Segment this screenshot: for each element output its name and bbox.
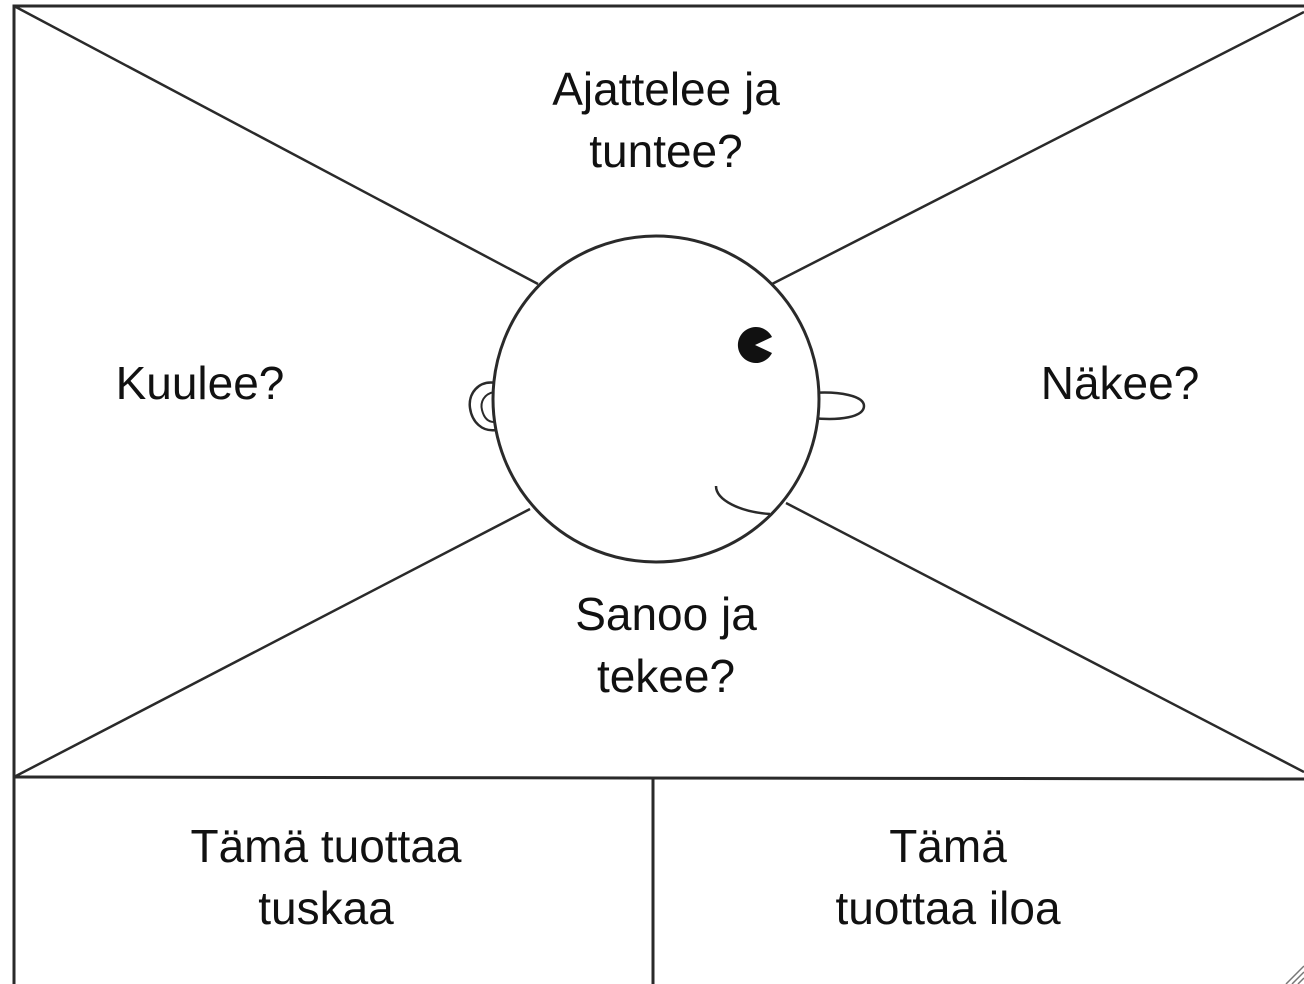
head-circle bbox=[491, 234, 821, 564]
gain-line2: tuottaa iloa bbox=[835, 882, 1061, 934]
sees-text: Näkee? bbox=[1040, 357, 1200, 409]
pain-label: Tämä tuottaa tuskaa bbox=[126, 815, 526, 939]
pain-line1: Tämä tuottaa bbox=[190, 820, 462, 872]
diagonal-bottom-right bbox=[785, 501, 1304, 774]
gain-line1: Tämä bbox=[889, 820, 1007, 872]
hears-label: Kuulee? bbox=[60, 352, 340, 414]
nose bbox=[811, 391, 866, 421]
says-does-line2: tekee? bbox=[596, 650, 736, 702]
sees-label: Näkee? bbox=[980, 352, 1260, 414]
outer-frame bbox=[12, 4, 1304, 984]
thinks-feels-line2: tuntee? bbox=[589, 125, 743, 177]
hears-text: Kuulee? bbox=[115, 357, 285, 409]
resize-grip-icon[interactable] bbox=[1285, 965, 1304, 984]
smile bbox=[714, 485, 771, 516]
thinks-feels-label: Ajattelee ja tuntee? bbox=[466, 58, 866, 182]
says-does-line1: Sanoo ja bbox=[575, 588, 757, 640]
bottom-row-divider bbox=[13, 775, 1304, 781]
diagonal-top-right bbox=[771, 10, 1304, 286]
pain-line2: tuskaa bbox=[258, 882, 394, 934]
ear-inner bbox=[480, 391, 495, 423]
gain-label: Tämä tuottaa iloa bbox=[748, 815, 1148, 939]
diagonal-top-left bbox=[13, 4, 539, 286]
diagonal-bottom-left bbox=[13, 507, 531, 779]
says-does-label: Sanoo ja tekee? bbox=[466, 583, 866, 707]
thinks-feels-line1: Ajattelee ja bbox=[552, 63, 780, 115]
eye bbox=[737, 326, 772, 363]
head-figure bbox=[468, 234, 866, 564]
